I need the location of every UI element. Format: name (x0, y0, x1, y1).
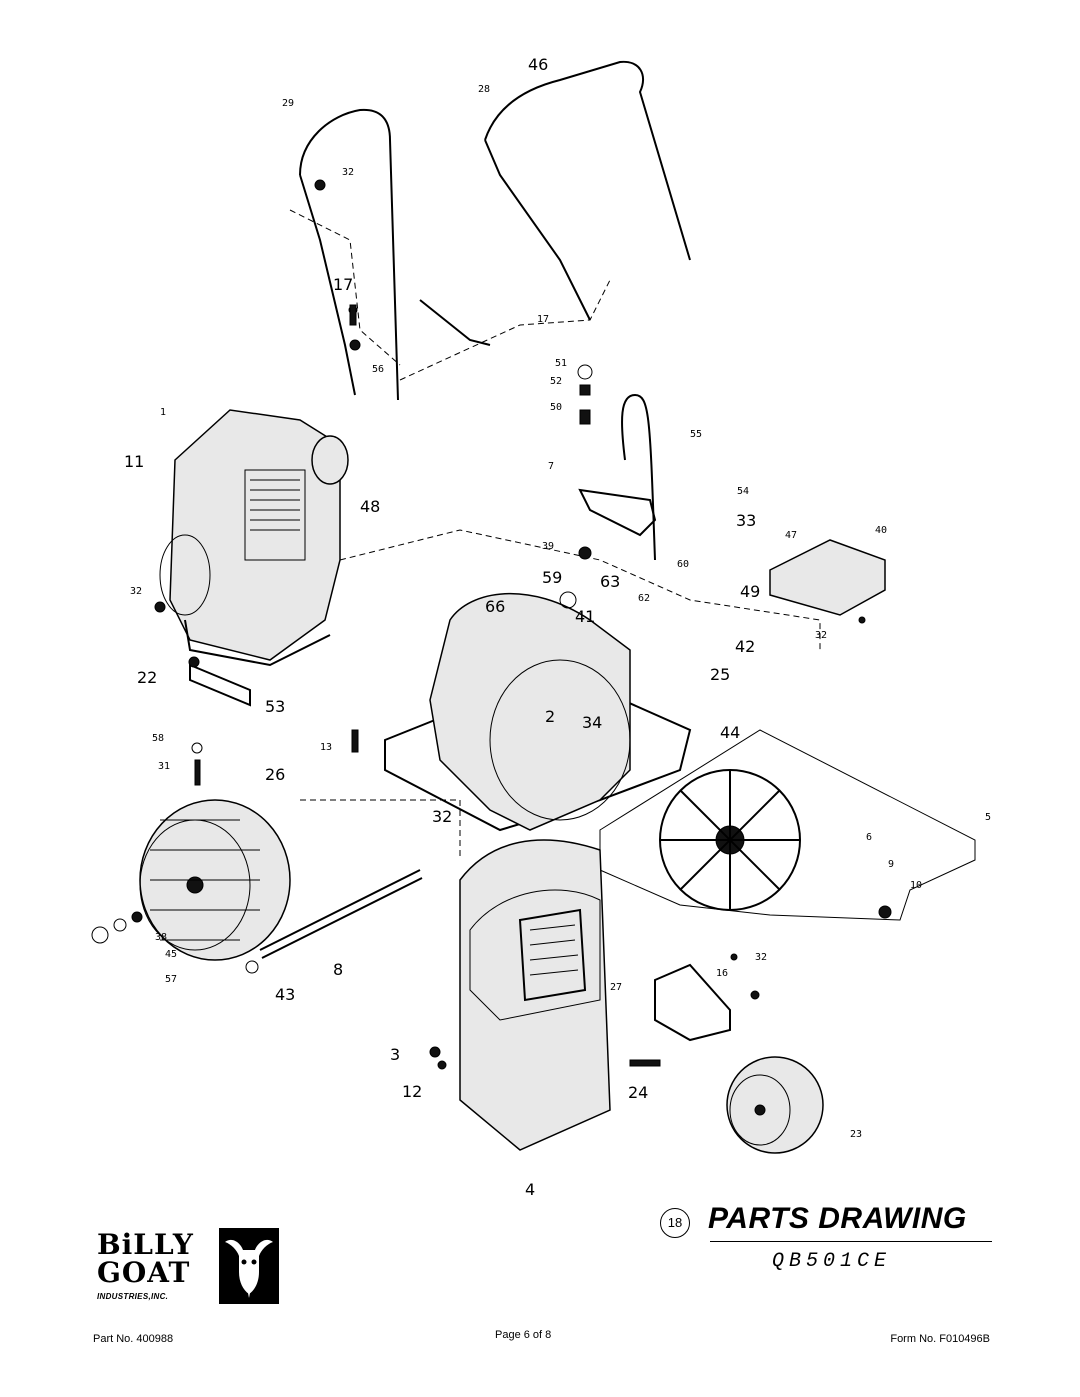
callout-3: 3 (390, 1045, 400, 1064)
callout-39: 39 (542, 541, 554, 552)
callout-27: 27 (610, 982, 622, 993)
callout-1: 1 (160, 407, 166, 418)
engine-1 (159, 409, 349, 667)
rear-wheel-26 (139, 799, 291, 961)
callout-8: 8 (333, 960, 343, 979)
callout-25: 25 (710, 665, 730, 684)
page-indicator: Page 6 of 8 (495, 1329, 552, 1341)
callout-4: 4 (525, 1180, 535, 1199)
callout-32e: 32 (755, 952, 767, 963)
callout-56: 56 (372, 364, 384, 375)
callout-32d: 32 (432, 807, 452, 826)
callout-42: 42 (735, 637, 755, 656)
parts-exploded-diagram: 46 28 29 32 17 56 17 51 52 50 55 1 11 48… (91, 55, 991, 1199)
title-divider (710, 1241, 992, 1242)
callout-11: 11 (124, 452, 144, 471)
callout-32b: 32 (130, 586, 142, 597)
model-number: QB501CE (772, 1250, 892, 1273)
upper-handle-29 (289, 108, 401, 401)
callout-labels: 46 28 29 32 17 56 17 51 52 50 55 1 11 48… (124, 55, 991, 1199)
callout-48: 48 (360, 497, 380, 516)
callout-55: 55 (690, 429, 702, 440)
callout-2: 2 (545, 707, 555, 726)
callout-6: 6 (866, 832, 872, 843)
form-number: Form No. F010496B (890, 1333, 990, 1345)
callout-31: 31 (158, 761, 170, 772)
callout-53: 53 (265, 697, 285, 716)
callout-44: 44 (720, 723, 740, 742)
callout-41: 41 (575, 607, 595, 626)
callout-17b: 17 (537, 314, 549, 325)
callout-49: 49 (740, 582, 760, 601)
callout-43: 43 (275, 985, 295, 1004)
callout-33: 33 (736, 511, 756, 530)
callout-12: 12 (402, 1082, 422, 1101)
callout-47: 47 (785, 530, 797, 541)
lower-handle-28 (399, 60, 691, 381)
callout-59: 59 (542, 568, 562, 587)
callout-28: 28 (478, 84, 490, 95)
callout-29: 29 (282, 98, 294, 109)
callout-32: 32 (342, 167, 354, 178)
callout-16: 16 (716, 968, 728, 979)
page-title: PARTS DRAWING (708, 1202, 967, 1235)
callout-45: 45 (165, 949, 177, 960)
billy-goat-logo: BiLLY GOAT INDUSTRIES,INC. (95, 1228, 285, 1308)
logo-wordmark-line1: BiLLY (97, 1228, 194, 1261)
callout-62: 62 (638, 593, 650, 604)
callout-5: 5 (985, 812, 991, 823)
callout-50: 50 (550, 402, 562, 413)
callout-57: 57 (165, 974, 177, 985)
fastener-stack (577, 364, 656, 561)
small-hardware (91, 304, 892, 1070)
callout-63: 63 (600, 572, 620, 591)
callout-51: 51 (555, 358, 567, 369)
goat-head-icon (219, 1228, 279, 1304)
logo-tagline: INDUSTRIES,INC. (97, 1292, 169, 1301)
callout-13: 13 (320, 742, 332, 753)
mount-bar-53 (189, 663, 251, 707)
deflector-40 (769, 539, 886, 616)
impeller-5 (599, 729, 976, 921)
axle-8 (259, 869, 423, 959)
bracket-27 (654, 963, 731, 1042)
part-number: Part No. 400988 (93, 1333, 174, 1345)
callout-52: 52 (550, 376, 562, 387)
section-header: 18 PARTS DRAWING QB501CE (656, 1202, 992, 1284)
callout-58: 58 (152, 733, 164, 744)
front-wheel-23 (726, 1056, 824, 1154)
callout-34: 34 (582, 713, 602, 732)
bracket-7 (578, 488, 657, 537)
section-number-badge: 18 (660, 1208, 690, 1238)
callout-66: 66 (485, 597, 505, 616)
scroll-housing-66 (429, 592, 631, 831)
callout-32c: 32 (815, 630, 827, 641)
callout-60: 60 (677, 559, 689, 570)
logo-wordmark-line2: GOAT (97, 1256, 191, 1289)
callout-22: 22 (137, 668, 157, 687)
callout-7: 7 (548, 461, 554, 472)
callout-23: 23 (850, 1129, 862, 1140)
callout-40: 40 (875, 525, 887, 536)
callout-9: 9 (888, 859, 894, 870)
callout-10: 10 (910, 880, 922, 891)
housing-cover-4 (459, 839, 611, 1151)
callout-54: 54 (737, 486, 749, 497)
callout-46: 46 (528, 55, 548, 74)
callout-24: 24 (628, 1083, 648, 1102)
callout-38: 38 (155, 932, 167, 943)
callout-26: 26 (265, 765, 285, 784)
callout-17a: 17 (333, 275, 353, 294)
